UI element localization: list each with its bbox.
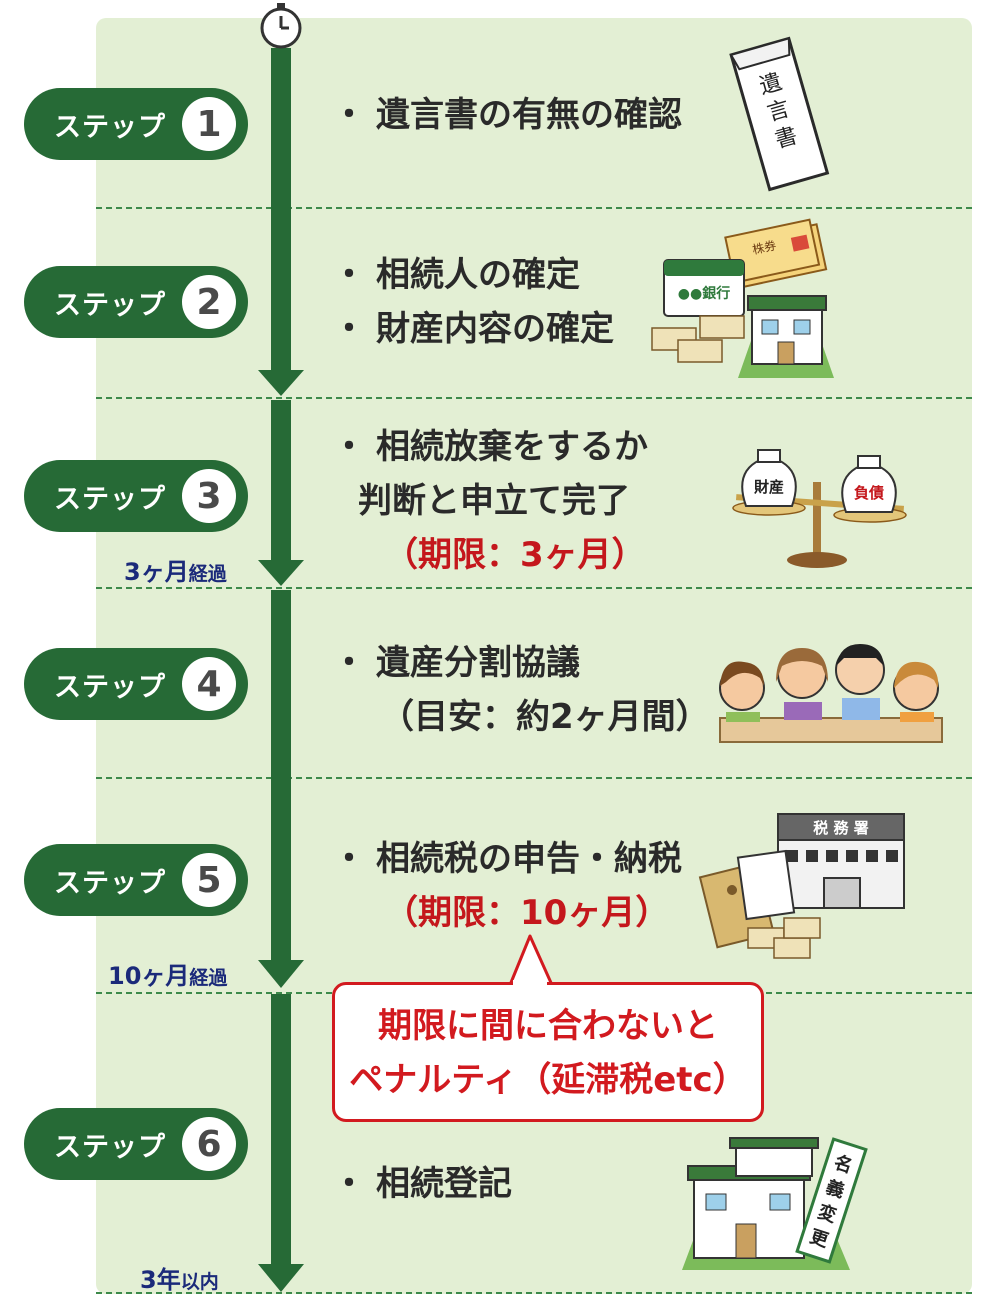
svg-text:変: 変 <box>815 1201 839 1227</box>
svg-text:税 務 署: 税 務 署 <box>813 819 868 837</box>
step-label: ステップ <box>54 483 166 515</box>
divider <box>96 777 972 779</box>
step-number: 1 <box>182 97 236 151</box>
step-2-text: ・相続人の確定 ・財産内容の確定 <box>332 255 614 349</box>
step-number: 6 <box>182 1117 236 1171</box>
step-item: 財産内容の確定 <box>376 309 614 349</box>
step-item: 相続登記 <box>376 1164 512 1204</box>
clock-icon <box>260 3 302 49</box>
step-1-text: ・遺言書の有無の確認 <box>332 95 682 135</box>
family-meeting-icon <box>719 644 943 743</box>
step-number: 5 <box>182 853 236 907</box>
svg-text:●●銀行: ●●銀行 <box>678 285 730 302</box>
step-badge-4: ステップ 4 <box>24 648 248 720</box>
divider <box>96 1292 972 1294</box>
step-item: 判断と申立て完了 <box>358 481 630 521</box>
milestone-3-months: 3ヶ月経過 <box>124 558 227 586</box>
will-document-icon: 遺 言 書 <box>729 36 830 192</box>
step-item: 相続人の確定 <box>376 255 580 295</box>
svg-text:負債: 負債 <box>854 484 884 502</box>
svg-text:名: 名 <box>831 1151 855 1177</box>
milestone-10-months: 10ヶ月経過 <box>108 962 228 990</box>
callout-line: ペナルティ（延滞税etc） <box>349 1060 747 1100</box>
divider <box>96 397 972 399</box>
step-label: ステップ <box>54 867 166 899</box>
step-badge-6: ステップ 6 <box>24 1108 248 1180</box>
callout-pointer-mask <box>513 980 547 986</box>
svg-text:義: 義 <box>823 1176 847 1202</box>
penalty-callout: 期限に間に合わないと ペナルティ（延滞税etc） <box>332 982 764 1122</box>
step-number: 2 <box>182 275 236 329</box>
step-number: 3 <box>182 469 236 523</box>
deadline-text: （期限：3ヶ月） <box>384 535 646 575</box>
svg-text:財産: 財産 <box>753 478 784 496</box>
note-text: （目安：約2ヶ月間） <box>380 697 710 737</box>
assets-illustration: 株券 ●●銀行 <box>651 218 834 378</box>
deadline-text: （期限：10ヶ月） <box>384 893 670 933</box>
milestone-3-years: 3年以内 <box>140 1266 219 1294</box>
step-3-text: ・相続放棄をするか 判断と申立て完了 （期限：3ヶ月） <box>332 420 648 582</box>
step-badge-5: ステップ 5 <box>24 844 248 916</box>
step-label: ステップ <box>54 289 166 321</box>
step-6-text: ・相続登記 <box>332 1164 512 1204</box>
callout-line: 期限に間に合わないと <box>378 1006 718 1046</box>
step-label: ステップ <box>54 1131 166 1163</box>
step-item: 遺産分割協議 <box>376 643 580 683</box>
step-5-text: ・相続税の申告・納税 （期限：10ヶ月） <box>332 832 682 940</box>
callout-pointer <box>508 934 554 987</box>
divider <box>96 587 972 589</box>
step-badge-2: ステップ 2 <box>24 266 248 338</box>
step-item: 相続税の申告・納税 <box>376 839 682 879</box>
step-4-text: ・遺産分割協議 （目安：約2ヶ月間） <box>332 636 710 744</box>
balance-scale-icon: 財産 負債 <box>732 449 907 568</box>
step-badge-1: ステップ 1 <box>24 88 248 160</box>
step-item: 相続放棄をするか <box>376 427 648 467</box>
tax-office-illustration: 税 務 署 <box>698 813 905 959</box>
step-label: ステップ <box>54 111 166 143</box>
svg-text:株券: 株券 <box>751 237 778 257</box>
step-item: 遺言書の有無の確認 <box>376 95 682 135</box>
step-badge-3: ステップ 3 <box>24 460 248 532</box>
house-name-change-icon: 名 義 変 更 <box>682 1137 868 1270</box>
step-number: 4 <box>182 657 236 711</box>
divider <box>96 207 972 209</box>
step-label: ステップ <box>54 671 166 703</box>
